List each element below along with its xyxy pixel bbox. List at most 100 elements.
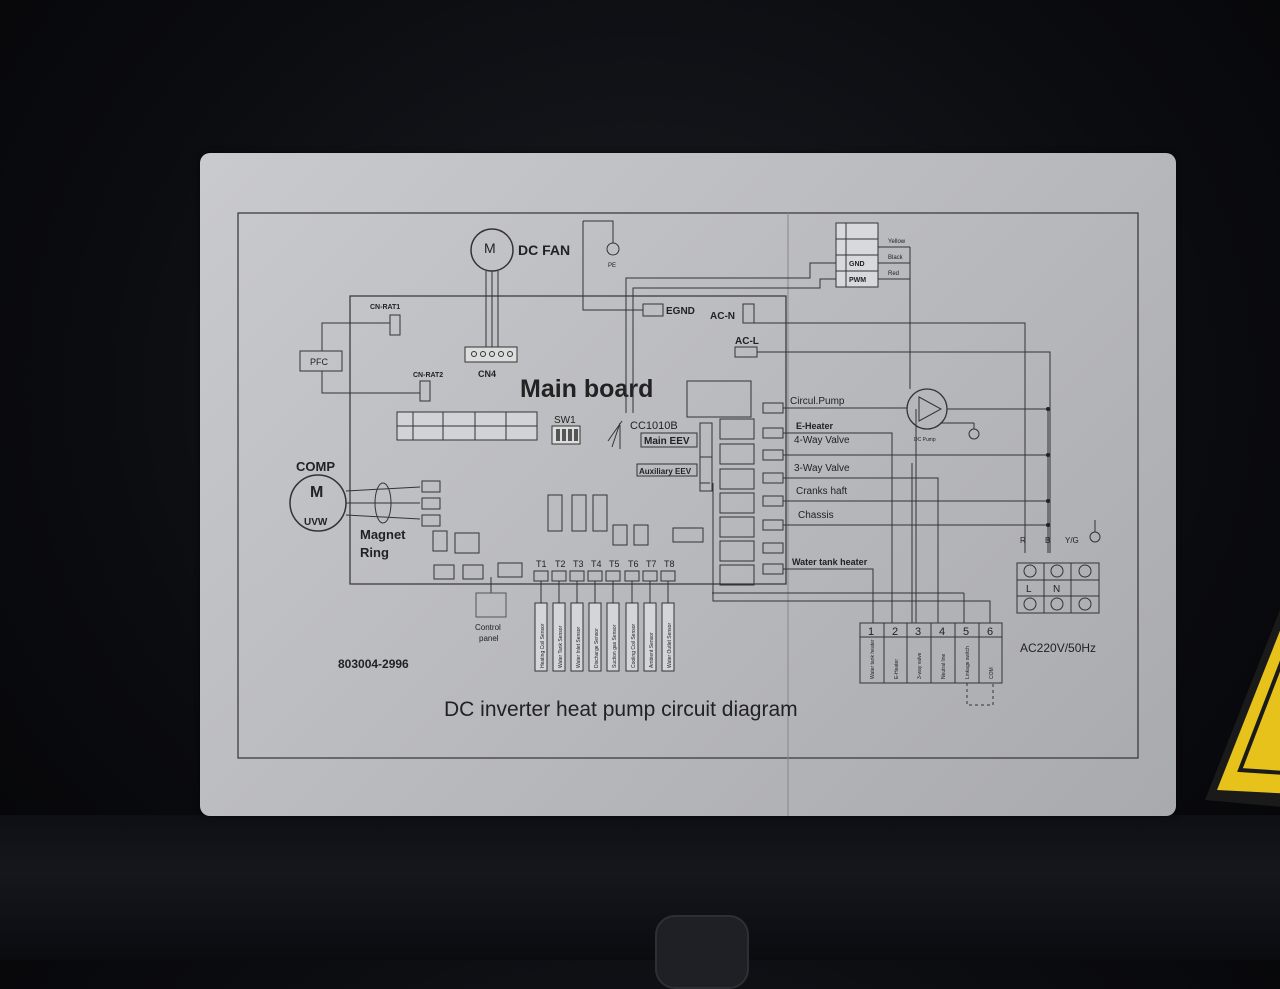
cn4-label: CN4 — [478, 369, 496, 379]
pfc-wire-top — [321, 322, 390, 351]
ac-l-label: AC-L — [735, 336, 759, 347]
ac-n-label: AC-N — [710, 311, 735, 322]
terminal-name-6: COM — [989, 667, 995, 679]
power-label: AC220V/50Hz — [1020, 641, 1096, 655]
egnd-connector — [642, 303, 664, 317]
comp-connector-u — [421, 480, 441, 493]
output-label-3way-valve: 3-Way Valve — [794, 463, 850, 474]
pin-pwm-label: PWM — [849, 277, 866, 284]
circ-pump-label: Circul.Pump — [790, 396, 845, 407]
terminal-name-2: E-Heater — [894, 659, 900, 679]
wire-return — [712, 483, 991, 623]
switch-row — [547, 494, 704, 546]
small-connector — [462, 564, 484, 580]
aux-eev-box — [636, 463, 698, 477]
terminal-1: 1 — [868, 626, 874, 638]
output-label-water-tank: Water tank heater — [792, 557, 868, 567]
terminal-6: 6 — [987, 626, 993, 638]
pfc-label: PFC — [310, 357, 329, 367]
main-board-label: Main board — [520, 375, 653, 403]
sensor-name-t6: Cooling Coil Sensor — [631, 623, 637, 668]
small-connector — [454, 532, 480, 554]
power-wire-yg: Y/G — [1065, 536, 1079, 545]
comp-label: COMP — [296, 459, 335, 474]
main-eev-box — [640, 432, 698, 448]
dc-pump-label: DC Pump — [914, 437, 936, 443]
power-terminal-block — [1016, 562, 1100, 614]
cn-rat1-label: CN-RAT1 — [370, 304, 400, 311]
part-number: 803004-2996 — [338, 657, 409, 671]
sensor-row: T1 T2 T3 T4 T5 T6 T7 T8 Heating Coil Sen… — [533, 559, 676, 672]
outer-border — [237, 212, 1139, 759]
wire-red-label: Red — [888, 271, 899, 277]
output-label-crankshaft: Cranks haft — [796, 486, 847, 497]
power-wire-r: R — [1020, 536, 1026, 545]
control-panel-label-1: Control — [475, 623, 501, 632]
terminal-l-label: L — [1026, 584, 1032, 595]
sensor-name-t1: Heating Coil Sensor — [540, 623, 546, 668]
small-connector — [497, 562, 523, 578]
linkage-switch-dashed — [966, 683, 994, 706]
sensor-label-t2: T2 — [555, 559, 566, 569]
terminal-2: 2 — [892, 626, 898, 638]
output-label-e-heater: E-Heater — [796, 421, 834, 431]
wire-3way — [783, 477, 939, 623]
terminal-name-1: Water tank heater — [870, 639, 876, 679]
control-panel-icon — [475, 592, 507, 618]
sensor-label-t8: T8 — [664, 559, 675, 569]
ac-l-connector — [734, 346, 758, 358]
dc-fan-motor-symbol: M — [484, 240, 496, 256]
terminal-3: 3 — [915, 626, 921, 638]
warning-sticker — [1205, 610, 1280, 807]
wire-water-tank — [783, 568, 874, 623]
eev-connector-1 — [699, 422, 713, 458]
pfc-box — [299, 350, 343, 372]
sensor-label-t3: T3 — [573, 559, 584, 569]
magnet-ring-label-2: Ring — [360, 545, 389, 560]
panel-latch — [655, 915, 749, 989]
sensor-label-t4: T4 — [591, 559, 602, 569]
wire-yellow-label: Yellow — [888, 239, 906, 245]
sensor-name-t3: Water Inlet Sensor — [576, 626, 582, 668]
cn4-pin — [507, 351, 513, 357]
terminal-4: 4 — [939, 626, 945, 638]
terminal-5: 5 — [963, 626, 969, 638]
sensor-label-t7: T7 — [646, 559, 657, 569]
sw1-label: SW1 — [554, 415, 576, 426]
dc-fan-label: DC FAN — [518, 242, 570, 258]
cn4-pin — [480, 351, 486, 357]
cn4-pin — [489, 351, 495, 357]
egnd-wire — [582, 221, 643, 311]
main-board-outline — [349, 295, 787, 585]
pin-gnd-label: GND — [849, 261, 865, 268]
ac-n-connector — [742, 303, 755, 324]
small-connector — [432, 530, 448, 552]
output-label-4way-valve: 4-Way Valve — [794, 435, 850, 446]
comp-connector-v — [421, 497, 441, 510]
sensor-name-t4: Discharge Sensor — [594, 628, 600, 668]
output-connectors — [762, 402, 784, 575]
power-wire-b: B — [1045, 536, 1050, 545]
diagram-plate: Main board M DC FAN CN4 PE EGND AC-N AC-… — [200, 153, 1176, 816]
pfc-wire-bottom — [321, 371, 420, 394]
cn4-pin — [498, 351, 504, 357]
sensor-name-t2: Water Tank Sensor — [558, 625, 564, 668]
cn-rat1-connector — [389, 314, 401, 336]
terminal-n-label: N — [1053, 584, 1060, 595]
diagram-title: DC inverter heat pump circuit diagram — [444, 698, 798, 721]
pump-ground-icon — [968, 428, 980, 440]
cn-rat2-connector — [419, 380, 431, 402]
main-eev-label: Main EEV — [644, 436, 690, 447]
sensor-name-t7: Ambient Sensor — [649, 632, 655, 668]
pe-wire — [583, 220, 614, 243]
pe-label: PE — [608, 263, 616, 269]
eev-connector-2 — [699, 456, 713, 492]
wire-r — [754, 322, 1026, 553]
small-connector — [433, 564, 455, 580]
sensor-name-t8: Water Outlet Sensor — [667, 623, 673, 668]
unit-panel-bottom — [0, 815, 1280, 960]
cn-rat2-label: CN-RAT2 — [413, 372, 443, 379]
sensor-label-t1: T1 — [536, 559, 547, 569]
compressor-phases: UVW — [304, 517, 328, 528]
terminal-name-5: Linkage switch — [965, 646, 971, 679]
